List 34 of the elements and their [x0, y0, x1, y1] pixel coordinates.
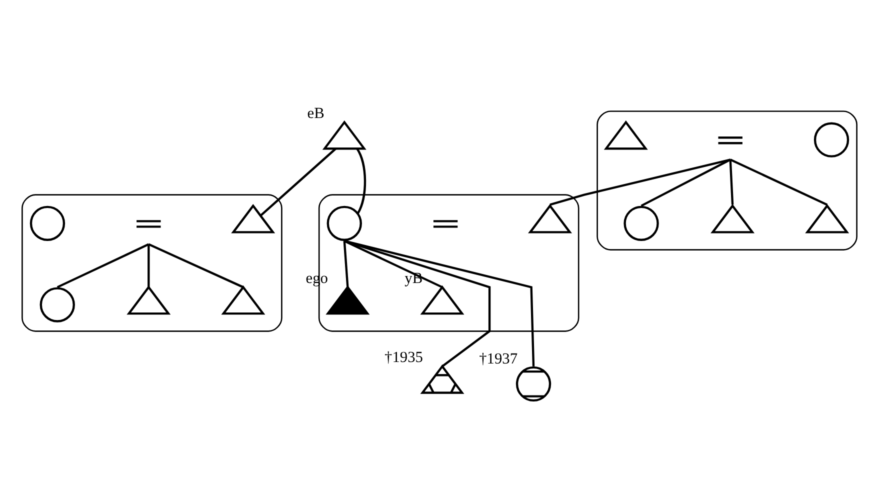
connector: [343, 240, 442, 288]
connector: [148, 243, 244, 288]
node-circle: [29, 206, 65, 241]
connector: [56, 243, 149, 288]
connector: [640, 158, 730, 207]
node-triangle: [325, 285, 370, 315]
node-triangle: [220, 285, 265, 315]
connector: [259, 148, 336, 216]
cluster: [21, 194, 282, 332]
node-label: †1937: [478, 350, 518, 368]
node-circle: [39, 287, 74, 322]
node-label: eB: [306, 105, 324, 122]
connector: [549, 158, 730, 206]
node-triangle: [126, 285, 170, 315]
connector: [356, 148, 366, 214]
connector: [728, 160, 734, 205]
node-triangle: [804, 204, 849, 234]
node-triangle: [420, 285, 464, 315]
connector: [344, 240, 490, 368]
node-circle: [623, 206, 658, 241]
node-triangle: [230, 204, 275, 234]
connector: [344, 240, 534, 366]
connector: [729, 158, 828, 206]
node-triangle: [322, 120, 366, 150]
node-circle: [515, 366, 551, 402]
cluster: [596, 110, 857, 250]
node-label: †1935: [384, 349, 422, 366]
node-triangle: [603, 120, 648, 150]
connector: [342, 240, 348, 288]
node-circle: [813, 122, 849, 158]
node-triangle: [710, 204, 754, 234]
node-triangle: [528, 204, 572, 234]
node-circle: [326, 206, 362, 241]
connector: [147, 244, 150, 288]
